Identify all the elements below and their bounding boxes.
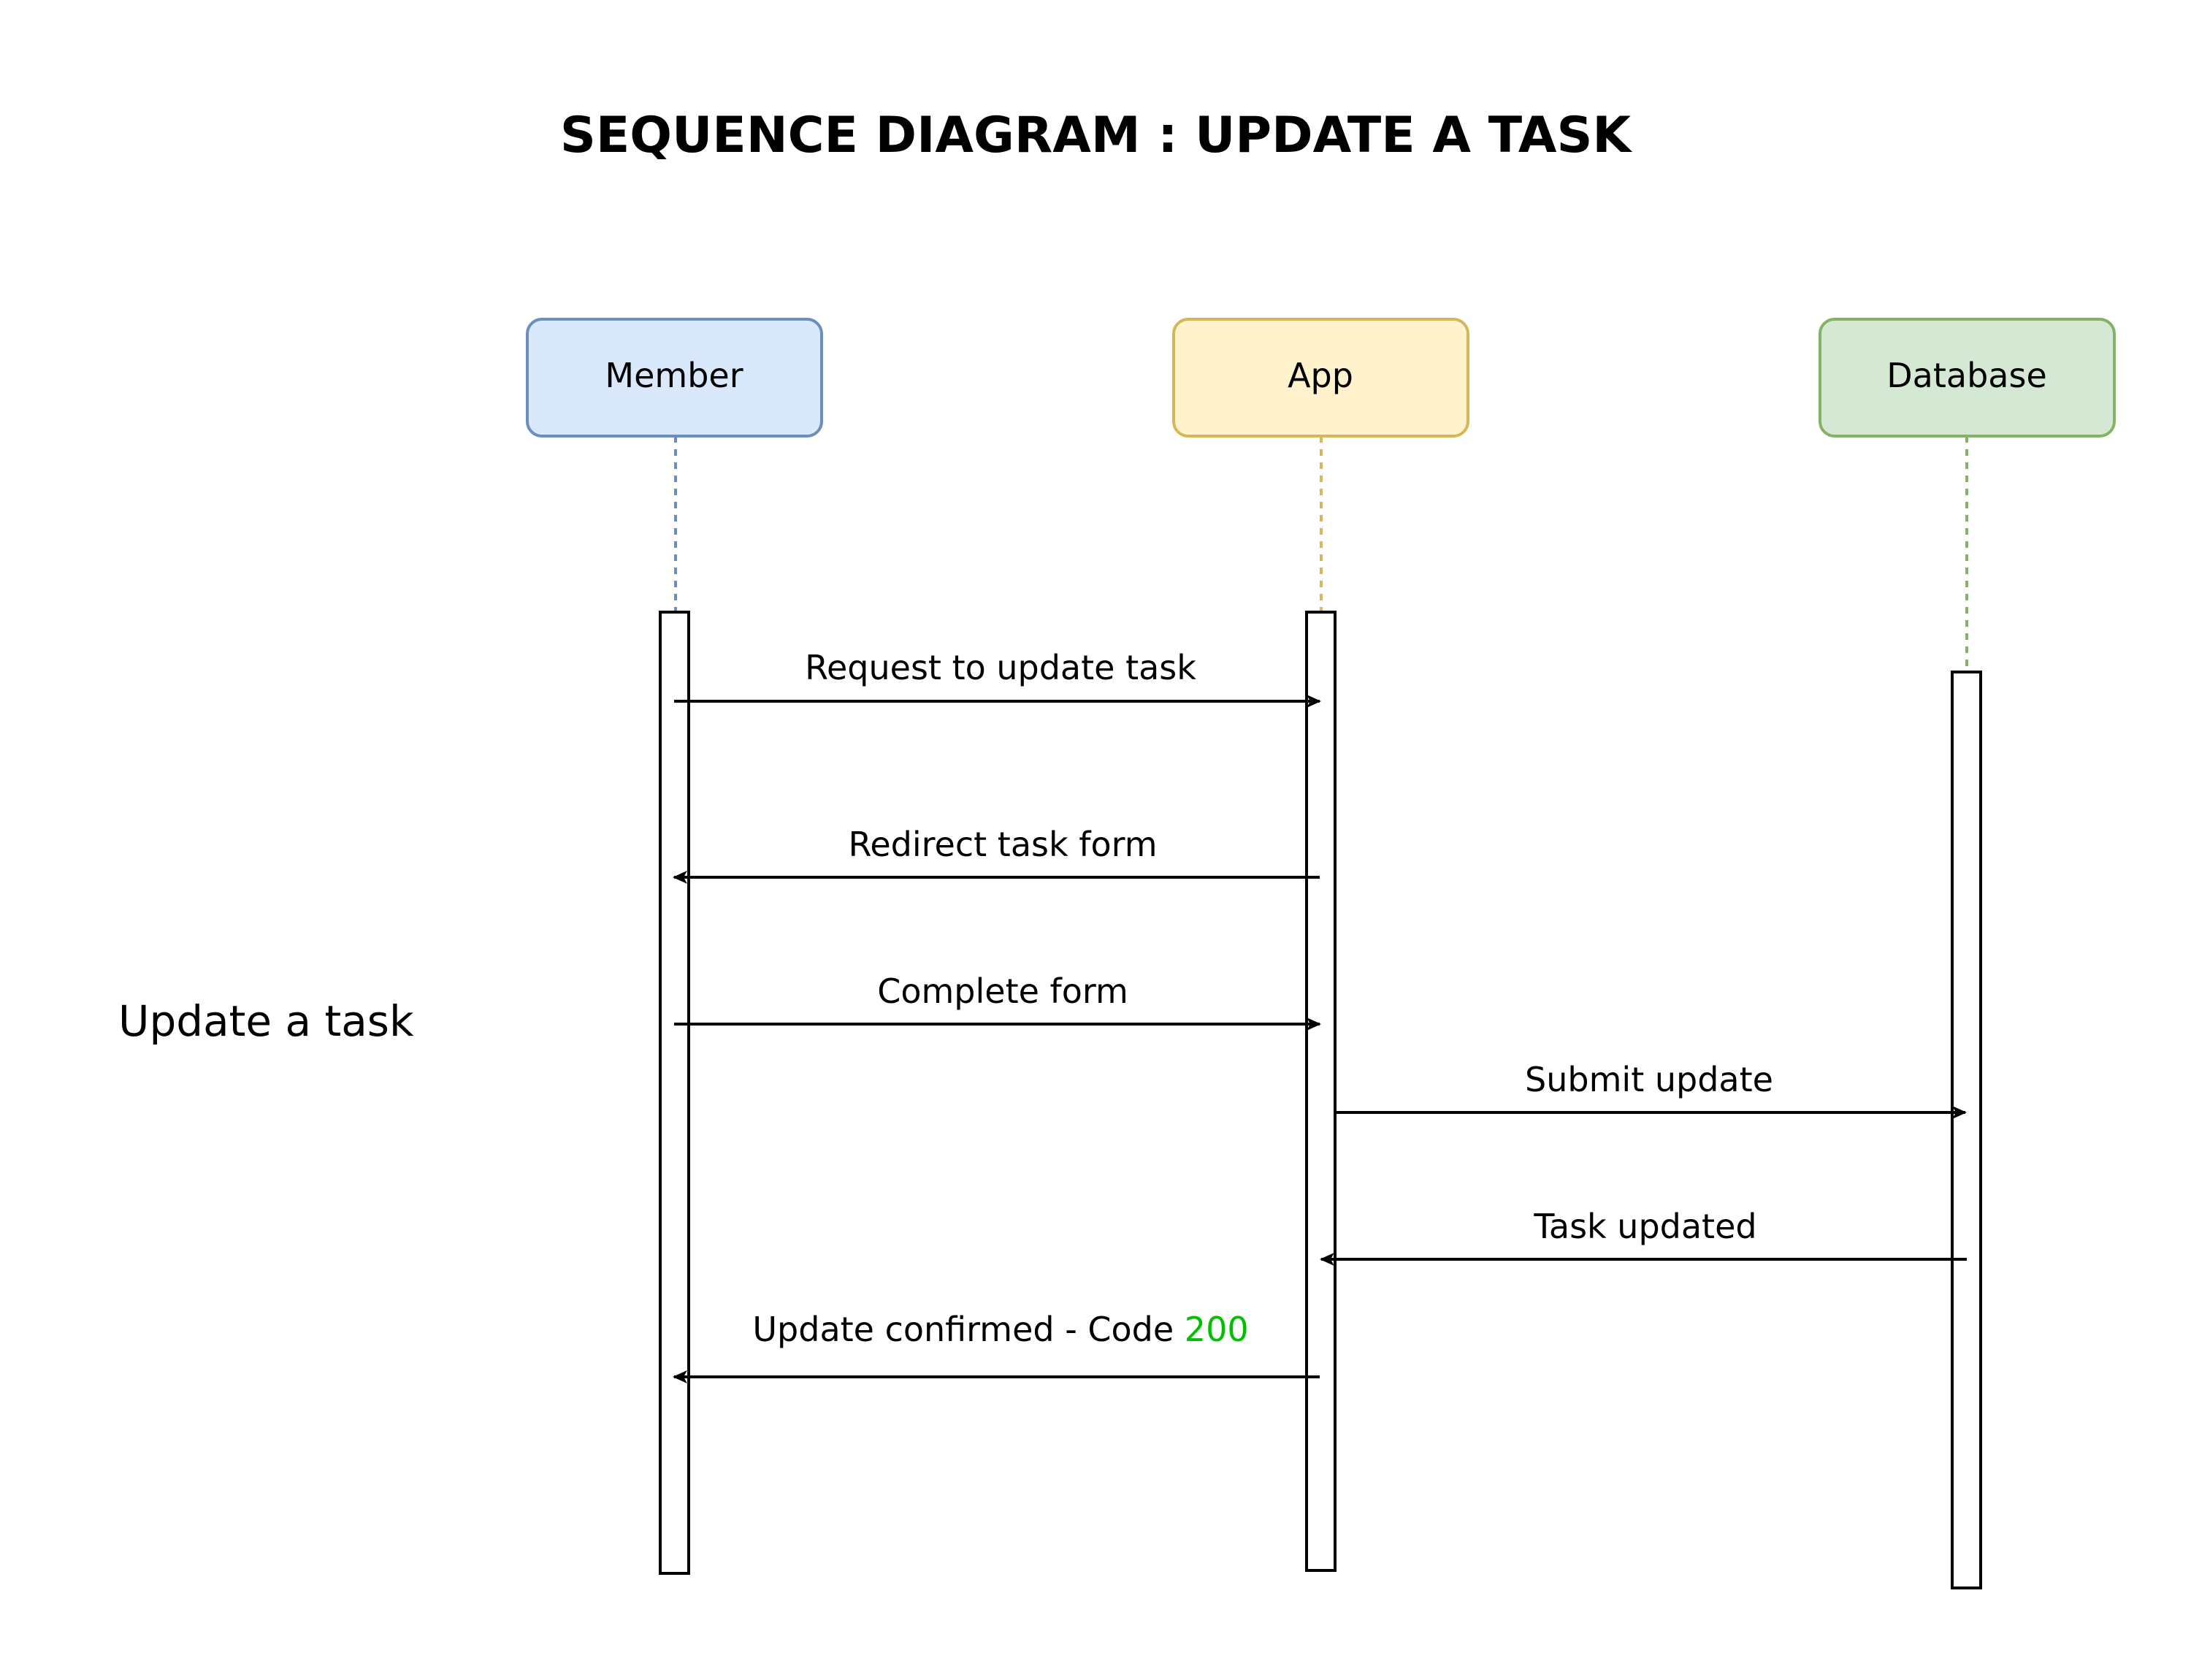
actor-member: Member [526,318,823,438]
side-label: Update a task [118,996,414,1046]
activation-bar-app [1305,611,1337,1572]
actor-app: App [1172,318,1469,438]
message-label: Task updated [1533,1207,1756,1246]
activation-bar-member [659,611,690,1575]
message-request-update: Request to update task [674,648,1321,708]
activation-bar-database [1951,671,1982,1589]
actor-box-app [1172,318,1469,438]
actor-database: Database [1819,318,2116,438]
message-label: Complete form [877,971,1128,1011]
message-task-updated: Task updated [1320,1207,1967,1266]
message-label: Request to update task [805,648,1196,687]
actor-label-app: App [1288,356,1353,395]
actor-box-member [526,318,823,438]
page-title: SEQUENCE DIAGRAM : UPDATE A TASK [560,107,1633,164]
status-code: 200 [1185,1310,1249,1349]
actor-label-database: Database [1886,356,2047,395]
message-submit-update: Submit update [1335,1060,1967,1119]
message-redirect-form: Redirect task form [673,825,1320,884]
actor-box-database [1819,318,2116,438]
message-label: Submit update [1525,1060,1773,1099]
message-label-main: Update confirmed - Code [752,1310,1184,1349]
message-label: Update confirmed - Code 200 [752,1310,1248,1349]
message-label: Redirect task form [848,825,1157,864]
message-complete-form: Complete form [674,971,1321,1031]
message-update-confirmed: Update confirmed - Code 200 [673,1310,1320,1383]
actor-label-member: Member [605,356,743,395]
